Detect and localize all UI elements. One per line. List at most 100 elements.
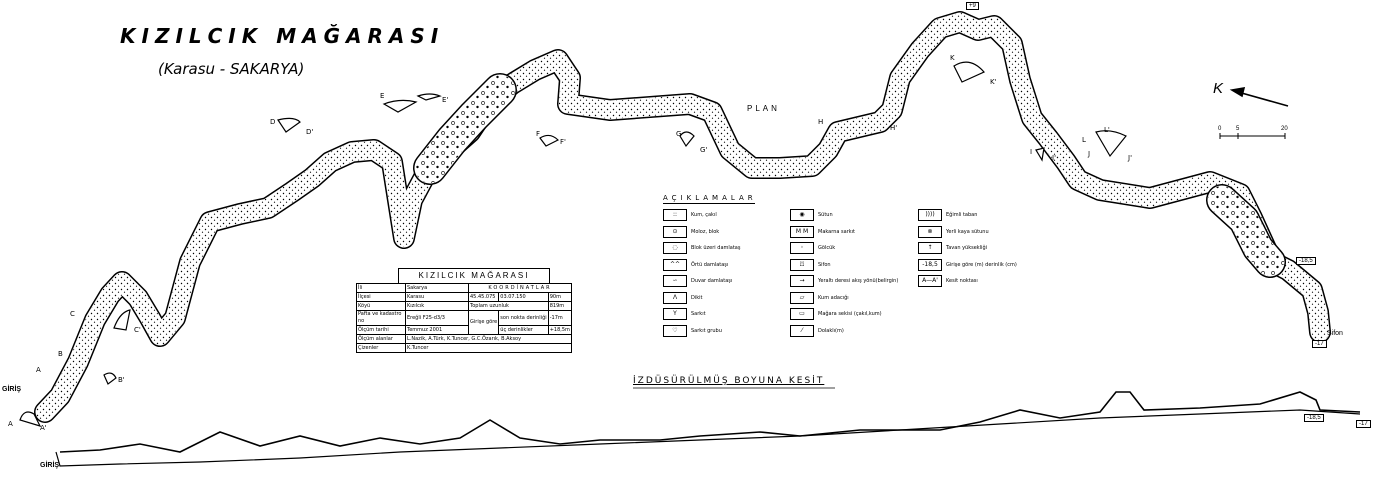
info-row: Ölçüm alanlar L.Nazik, A.Türk, K.Tuncer,… bbox=[356, 334, 572, 344]
legend-symbol-icon: ⟟⟟ bbox=[790, 258, 814, 271]
scale-bar bbox=[1219, 133, 1286, 139]
legend-symbol-icon: -18,5 bbox=[918, 258, 942, 271]
coord-header: KOORDİNATLAR bbox=[468, 283, 572, 293]
legend-symbol-icon: → bbox=[790, 275, 814, 287]
legend-label: Sütun bbox=[818, 212, 833, 218]
legend-label: Örtü damlataşı bbox=[691, 261, 729, 268]
legend-item: ^^ Örtü damlataşı bbox=[663, 258, 729, 271]
section-label-h-prime: H' bbox=[890, 124, 898, 132]
info-key: Ölçüm tarihi bbox=[356, 325, 406, 335]
section-label-c-prime: C' bbox=[134, 326, 141, 334]
legend-item: ▱ Kum adacığı bbox=[790, 291, 849, 304]
legend-label: Moloz, blok bbox=[691, 228, 720, 235]
map-title: KIZILCIK MAĞARASI bbox=[120, 24, 445, 48]
legend-item: A—A'Kesit noktası bbox=[918, 275, 978, 287]
section-label-f: F bbox=[536, 130, 541, 138]
plan-label: PLAN bbox=[747, 104, 780, 113]
info-c2: 03.07.150 bbox=[498, 292, 549, 302]
legend-symbol-icon: ↑ bbox=[918, 242, 942, 254]
scale-end: 20 bbox=[1281, 126, 1288, 132]
section-label-g: G bbox=[676, 130, 682, 138]
legend-label: Dikit bbox=[691, 294, 703, 301]
info-key: Ölçüm alanlar bbox=[356, 334, 406, 344]
legend-symbol-icon: ♡ bbox=[663, 324, 687, 337]
info-key: Çizenler bbox=[356, 343, 406, 353]
info-c3: -17m bbox=[547, 310, 573, 326]
info-row: Ölçüm tarihi Temmuz 2001 üç derinlikler … bbox=[356, 325, 573, 335]
info-value: Sakarya bbox=[405, 283, 469, 293]
legend-item: ◦ Gölcük bbox=[790, 242, 835, 254]
legend-item: ⊙ Moloz, blok bbox=[663, 225, 720, 238]
info-value: K.Tuncer bbox=[405, 343, 572, 353]
depth-end-label: -17 bbox=[1312, 340, 1327, 348]
legend-item: ◌Blok üzeri damlataş bbox=[663, 242, 740, 254]
legend-symbol-icon: Y bbox=[663, 308, 687, 320]
legend-label: Yerli kaya sütunu bbox=[946, 228, 989, 235]
info-key: Pafta ve kadastro no bbox=[356, 310, 406, 326]
legend-label: Gölcük bbox=[818, 245, 836, 251]
info-key: Köyü bbox=[356, 301, 406, 311]
legend-label: Girişe göre (m) derinlik (cm) bbox=[946, 261, 1017, 268]
entrance-label-plan: GİRİŞ bbox=[2, 386, 22, 393]
legend-underline bbox=[663, 203, 755, 204]
section-label-b: B bbox=[58, 350, 63, 358]
section-label-g-prime: G' bbox=[700, 146, 708, 154]
legend-label: Tavan yüksekliği bbox=[946, 245, 988, 251]
info-c3: 90m bbox=[547, 292, 573, 302]
north-arrow bbox=[1229, 87, 1289, 107]
info-value: Kızılcık bbox=[405, 301, 469, 311]
legend-item: ::Kum, çakıl bbox=[663, 209, 717, 221]
legend-label: Yeraltı deresi akış yönü(belirgin) bbox=[818, 278, 899, 284]
info-c1: 45.45.075 bbox=[467, 292, 500, 302]
legend-symbol-icon: ▭ bbox=[790, 308, 814, 320]
legend-item: ))))Eğimli taban bbox=[918, 209, 977, 221]
info-c1: Girişe göre bbox=[467, 310, 500, 335]
info-value: Temmuz 2001 bbox=[405, 325, 469, 335]
legend-item: ⁄Dolaklı(m) bbox=[790, 324, 844, 337]
section-label-l-prime: L' bbox=[1104, 126, 1110, 134]
info-value: Ereğli F25-d3/3 bbox=[405, 310, 469, 326]
section-label-c: C bbox=[70, 310, 75, 318]
section-label-i: I bbox=[1030, 148, 1033, 156]
depth-mid-label: -18,5 bbox=[1296, 257, 1316, 265]
legend-symbol-icon: ^^ bbox=[663, 258, 687, 271]
info-c3: 819m bbox=[547, 301, 573, 311]
legend-item: -18,5 Girişe göre (m) derinlik (cm) bbox=[918, 258, 1017, 271]
legend-item: ▭Mağara sekisi (çakıl,kum) bbox=[790, 308, 882, 320]
legend-label: Kum, çakıl bbox=[691, 212, 717, 218]
legend-symbol-icon: ⊙ bbox=[663, 225, 687, 238]
info-c1: Toplam uzunluk bbox=[468, 301, 549, 311]
legend-label: Eğimli taban bbox=[946, 212, 978, 218]
legend-symbol-icon: ◦ bbox=[790, 242, 814, 254]
info-c3: +18,5m bbox=[547, 325, 573, 335]
info-value: L.Nazik, A.Türk, K.Tuncer, G.C.Özarık, B… bbox=[405, 334, 572, 344]
section-label-b-prime: B' bbox=[118, 376, 125, 384]
map-subtitle: (Karasu - SAKARYA) bbox=[158, 60, 305, 78]
longitudinal-section bbox=[55, 391, 1361, 467]
legend-item: → Yeraltı deresi akış yönü(belirgin) bbox=[790, 275, 898, 287]
info-c2: üç derinlikler bbox=[498, 325, 549, 335]
info-key: İlçesi bbox=[356, 292, 406, 302]
info-row: Köyü Kızılcık Toplam uzunluk 819m bbox=[356, 301, 573, 311]
legend-title: AÇIKLAMALAR bbox=[663, 194, 757, 202]
legend-label: Duvar damlataşı bbox=[691, 278, 733, 284]
legend-symbol-icon: ∽ bbox=[663, 275, 687, 287]
legend-label: Dolaklı(m) bbox=[818, 327, 844, 334]
section-label-a-prime: A' bbox=[40, 424, 47, 432]
info-table-title: KIZILCIK MAĞARASI bbox=[398, 268, 550, 284]
section-label-e-prime: E' bbox=[442, 96, 449, 104]
legend-symbol-icon: ▱ bbox=[790, 291, 814, 304]
cross-sections bbox=[19, 61, 1127, 427]
section-label-f-prime: F' bbox=[560, 138, 566, 146]
legend-label: Kesit noktası bbox=[946, 278, 978, 284]
north-label: K bbox=[1213, 80, 1224, 97]
section-depth-end-label: -17 bbox=[1356, 420, 1371, 428]
section-title-text: İZDÜSÜRÜLMÜŞ BOYUNA KESİT bbox=[633, 376, 825, 386]
legend-label: Sarkıt grubu bbox=[691, 327, 722, 334]
legend-item: ∽ Duvar damlataşı bbox=[663, 275, 732, 287]
info-row: Çizenler K.Tuncer bbox=[356, 343, 572, 353]
legend-label: Kum adacığı bbox=[818, 294, 849, 301]
legend-label: Blok üzeri damlataş bbox=[691, 245, 741, 251]
section-label-a: A bbox=[36, 366, 41, 374]
